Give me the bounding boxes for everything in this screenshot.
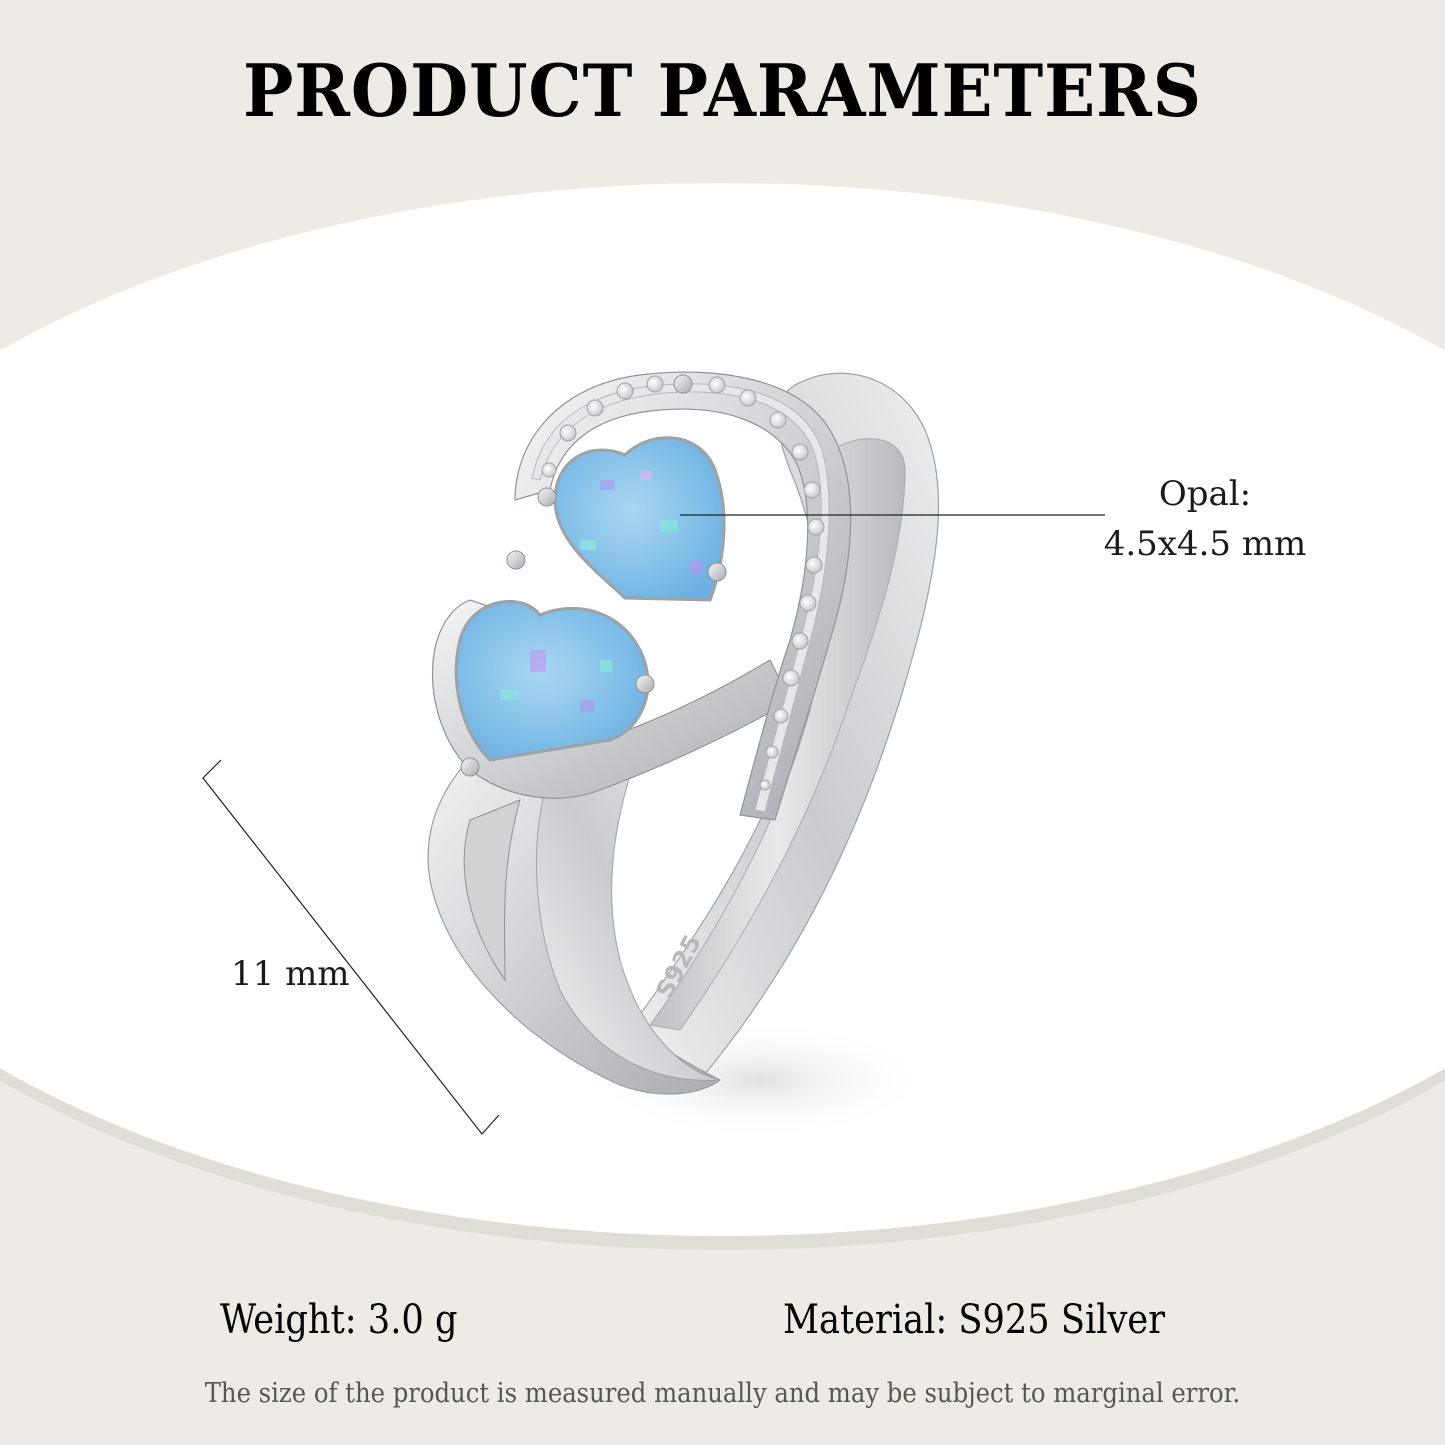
cz-stones: [541, 375, 825, 791]
upper-opal-heart: [553, 436, 726, 602]
opal-size: 4.5x4.5 mm: [1103, 524, 1307, 564]
material-spec: Material: S925 Silver: [783, 1297, 1166, 1343]
opal-fire-upper: [580, 470, 702, 574]
prongs: [460, 374, 727, 777]
opal-label: Opal:: [1158, 474, 1252, 514]
band-width-dimension-line: [202, 759, 500, 1135]
lower-opal-heart: [454, 599, 650, 762]
weight-spec: Weight: 3.0 g: [220, 1297, 458, 1343]
measurement-disclaimer: The size of the product is measured manu…: [204, 1378, 1241, 1409]
band-width-label: 11 mm: [231, 954, 350, 994]
ring-band-cutout: [463, 799, 521, 982]
opal-annotation: Opal: 4.5x4.5 mm: [1100, 477, 1310, 561]
opal-fire-lower: [500, 650, 612, 712]
pave-halo: [514, 371, 852, 821]
page-title: PRODUCT PARAMETERS: [242, 48, 1203, 133]
